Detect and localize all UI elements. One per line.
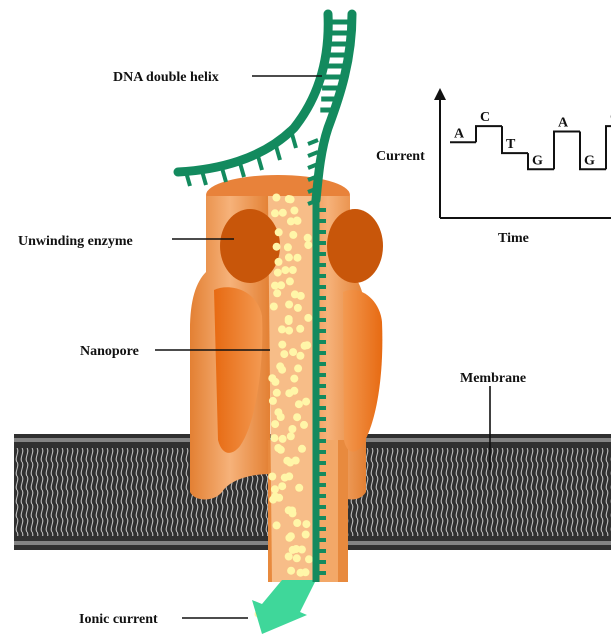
dna-base-pair	[222, 168, 226, 182]
ion-particle	[302, 568, 310, 576]
ion-particle	[294, 364, 302, 372]
ion-particle	[304, 241, 312, 249]
label-ionic-current: Ionic current	[79, 612, 158, 627]
label-dna-double-helix: DNA double helix	[113, 70, 219, 85]
ion-particle	[273, 289, 281, 297]
ion-particle	[271, 378, 279, 386]
ion-particle	[278, 325, 286, 333]
label-unwinding-enzyme: Unwinding enzyme	[18, 234, 133, 249]
ion-particle	[279, 209, 287, 217]
dna-base-pair	[258, 156, 262, 170]
dna-base-pair	[276, 146, 280, 160]
ion-particle	[295, 400, 303, 408]
dna-base-pair	[308, 140, 318, 144]
trace-base-label: C	[480, 110, 490, 125]
ion-particle	[286, 277, 294, 285]
ion-particle	[270, 434, 278, 442]
ion-particle	[286, 459, 294, 467]
ion-particle	[270, 303, 278, 311]
ion-particle	[284, 243, 292, 251]
trace-y-label: Current	[376, 149, 425, 164]
ion-particle	[272, 194, 280, 202]
ion-particle	[294, 217, 302, 225]
ion-particle	[271, 209, 279, 217]
ion-particle	[285, 301, 293, 309]
ion-particle	[274, 444, 282, 452]
trace-base-label: A	[454, 126, 465, 141]
ion-particle	[273, 521, 281, 529]
ion-particle	[281, 266, 289, 274]
trace-base-label: T	[506, 137, 516, 152]
ion-particle	[297, 292, 305, 300]
ion-particle	[293, 413, 301, 421]
ion-particle	[271, 420, 279, 428]
ion-particle	[285, 327, 293, 335]
ion-particle	[285, 317, 293, 325]
ion-particle	[294, 304, 302, 312]
ion-particle	[289, 348, 297, 356]
ion-particle	[285, 553, 293, 561]
ion-particle	[277, 281, 285, 289]
ion-particle	[273, 243, 281, 251]
trace-x-label: Time	[498, 231, 529, 246]
label-nanopore: Nanopore	[80, 344, 139, 359]
ion-particle	[304, 314, 312, 322]
ion-particle	[304, 234, 312, 242]
ion-particle	[274, 408, 282, 416]
ion-particle	[300, 421, 308, 429]
ion-particle	[305, 555, 313, 563]
ion-particle	[271, 485, 279, 493]
ion-particle	[288, 425, 296, 433]
trace-base-label: G	[584, 153, 595, 168]
dna-base-pair	[240, 163, 244, 177]
ion-particle	[269, 496, 277, 504]
ion-particle	[296, 325, 304, 333]
ion-particle	[289, 231, 297, 239]
ion-particle	[302, 398, 310, 406]
ion-particle	[288, 507, 296, 515]
ion-particle	[285, 253, 293, 261]
ion-particle	[298, 445, 306, 453]
ion-particle	[275, 258, 283, 266]
ion-particle	[292, 545, 300, 553]
ion-particle	[295, 484, 303, 492]
ion-particle	[290, 375, 298, 383]
trace-base-label: G	[532, 153, 543, 168]
ion-particle	[293, 519, 301, 527]
ion-particle	[278, 482, 286, 490]
ion-particle	[279, 435, 287, 443]
ionic-current-arrow	[252, 580, 316, 634]
ion-particle	[302, 520, 310, 528]
ion-particle	[268, 473, 276, 481]
label-membrane: Membrane	[460, 371, 526, 386]
ion-particle	[269, 397, 277, 405]
ion-particle	[280, 350, 288, 358]
ion-particle	[285, 195, 293, 203]
trace-base-label: A	[558, 116, 569, 131]
ion-particle	[294, 254, 302, 262]
ion-particle	[274, 269, 282, 277]
ion-particle	[303, 341, 311, 349]
ion-particle	[281, 474, 289, 482]
ion-particle	[287, 532, 295, 540]
ion-particle	[275, 228, 283, 236]
ion-particle	[287, 432, 295, 440]
ion-particle	[296, 352, 304, 360]
ion-particle	[273, 389, 281, 397]
ion-particle	[278, 341, 286, 349]
ion-particle	[289, 266, 297, 274]
ion-particle	[293, 554, 301, 562]
dna-base-pair	[292, 134, 296, 148]
ion-particle	[278, 366, 286, 374]
ion-particle	[302, 531, 310, 539]
ion-particle	[287, 567, 295, 575]
dna-base-pair	[308, 152, 318, 156]
ion-particle	[290, 207, 298, 215]
ion-particle	[290, 387, 298, 395]
